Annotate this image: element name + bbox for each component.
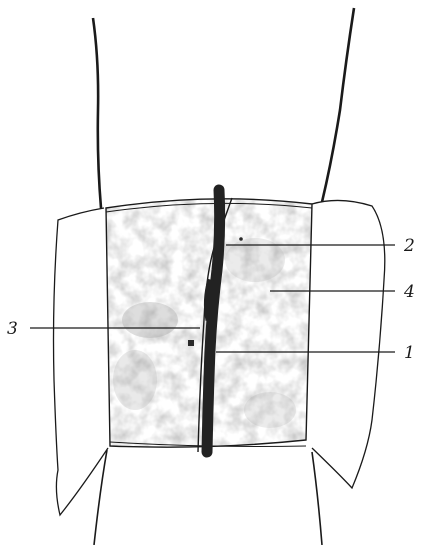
thick-vessel-bulge bbox=[208, 280, 212, 320]
label-2: 2 bbox=[403, 236, 415, 256]
lower-right-thread bbox=[312, 452, 322, 545]
left-tissue-flap bbox=[54, 208, 109, 515]
label-3: 3 bbox=[7, 319, 18, 339]
upper-right-thread bbox=[322, 8, 354, 202]
tissue-mark bbox=[188, 340, 194, 346]
tissue-dot bbox=[239, 237, 243, 241]
label-1: 1 bbox=[404, 343, 415, 363]
right-tissue-flap bbox=[312, 200, 385, 488]
upper-left-thread bbox=[93, 18, 101, 208]
label-4: 4 bbox=[403, 282, 415, 302]
